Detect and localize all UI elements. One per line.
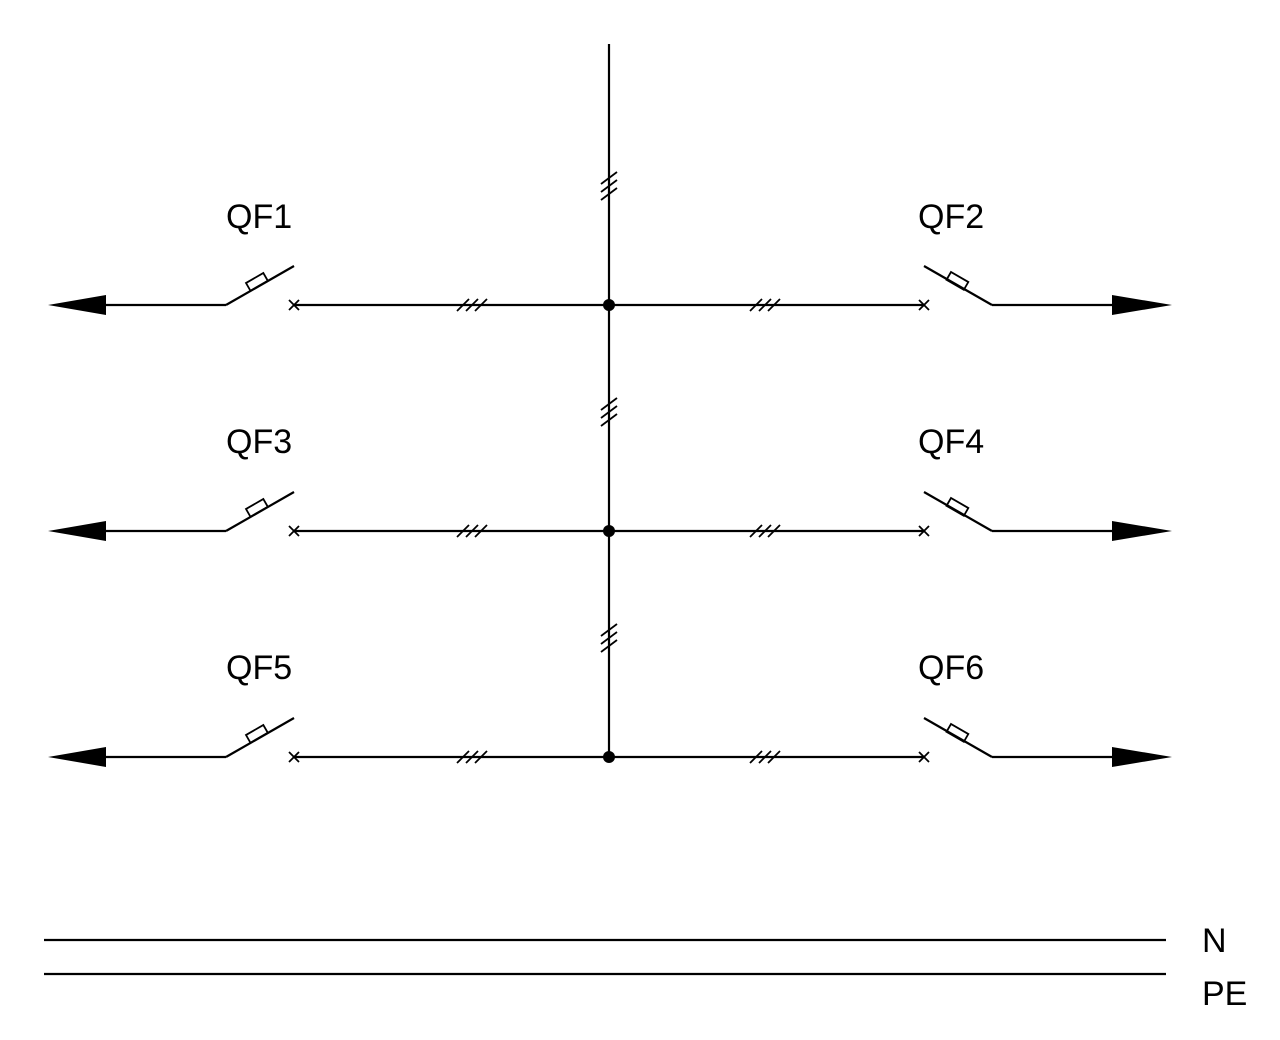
feeder-qf3 bbox=[48, 491, 609, 541]
breaker-label-qf1: QF1 bbox=[226, 198, 292, 236]
breaker-label-qf4: QF4 bbox=[918, 423, 984, 461]
breaker-label-qf5: QF5 bbox=[226, 649, 292, 687]
feeder-qf4 bbox=[609, 491, 1172, 541]
breaker-label-qf6: QF6 bbox=[918, 649, 984, 687]
breaker-label-qf2: QF2 bbox=[918, 198, 984, 236]
outgoing-arrow-left bbox=[48, 521, 106, 541]
feeder-qf5 bbox=[48, 717, 609, 767]
breaker-label-qf3: QF3 bbox=[226, 423, 292, 461]
bus-phase-marker-3 bbox=[600, 623, 618, 653]
outgoing-arrow-right bbox=[1112, 747, 1172, 767]
bus-phase-marker-1 bbox=[600, 171, 618, 201]
pe-label: PE bbox=[1202, 975, 1247, 1013]
outgoing-arrow-left bbox=[48, 295, 106, 315]
neutral-label: N bbox=[1202, 922, 1227, 960]
feeder-qf2 bbox=[609, 265, 1172, 315]
outgoing-arrow-right bbox=[1112, 521, 1172, 541]
outgoing-arrow-left bbox=[48, 747, 106, 767]
outgoing-arrow-right bbox=[1112, 295, 1172, 315]
feeder-qf1 bbox=[48, 265, 609, 315]
bus-phase-marker-2 bbox=[600, 397, 618, 427]
feeder-qf6 bbox=[609, 717, 1172, 767]
